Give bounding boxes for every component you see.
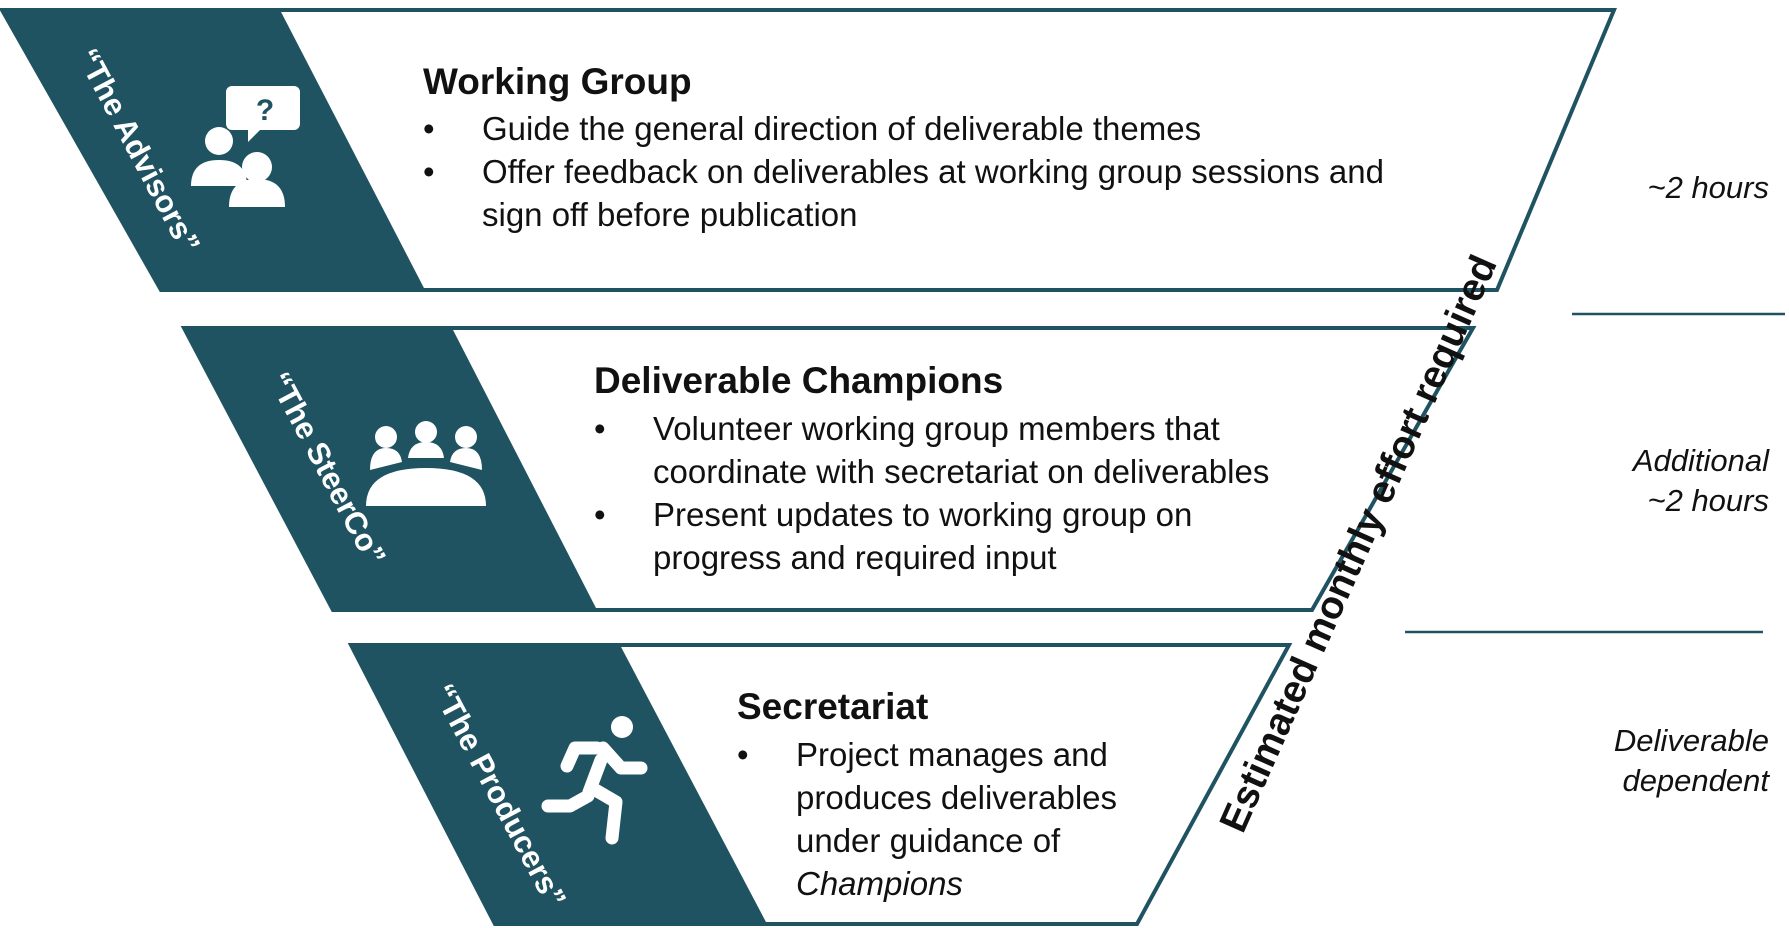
tier1-title: Working Group — [423, 61, 692, 102]
list-item: • Project manages and produces deliverabl… — [737, 733, 1177, 905]
tier3-effort: Deliverable dependent — [1614, 721, 1769, 801]
svg-text:?: ? — [256, 94, 274, 127]
bullet-marker: • — [594, 410, 606, 447]
effort-line: Deliverable — [1613, 723, 1769, 758]
tier1-box — [0, 7, 1618, 292]
bullet-text: Volunteer working group members that coo… — [653, 410, 1270, 490]
bullet-text: Present updates to working group on prog… — [653, 496, 1193, 576]
bullet-text: Guide the general direction of deliverab… — [482, 110, 1202, 147]
running-person-icon — [541, 716, 648, 845]
advisor-question-icon: ? — [191, 86, 300, 207]
list-item: • Volunteer working group members that co… — [594, 407, 1374, 493]
tier2-role-band — [184, 328, 597, 610]
bullet-marker: • — [737, 736, 749, 773]
effort-line: dependent — [1622, 763, 1769, 798]
effort-line: ~2 hours — [1647, 483, 1769, 518]
list-item: • Guide the general direction of delivera… — [423, 107, 1443, 150]
tier3-role-band — [351, 645, 767, 924]
effort-line: Additional — [1632, 443, 1769, 478]
tier1-effort: ~2 hours — [1647, 168, 1769, 208]
effort-line: ~2 hours — [1647, 170, 1769, 205]
tier2-effort: Additional ~2 hours — [1633, 441, 1769, 521]
tier1-bullet-list: • Guide the general direction of delivera… — [423, 107, 1443, 236]
list-item: • Offer feedback on deliverables at worki… — [423, 150, 1402, 236]
tier2-title: Deliverable Champions — [594, 360, 1004, 401]
bullet-text: Offer feedback on deliverables at workin… — [482, 153, 1384, 233]
tier3-title: Secretariat — [737, 686, 929, 727]
bullet-marker: • — [423, 110, 435, 147]
list-item: • Present updates to working group on pro… — [594, 493, 1293, 579]
bullet-marker: • — [594, 496, 606, 533]
meeting-table-icon — [366, 421, 486, 506]
bullet-marker: • — [423, 153, 435, 190]
tier2-bullet-list: • Volunteer working group members that co… — [594, 407, 1374, 579]
bullet-emphasis: Champions — [796, 865, 963, 902]
tier3-bullet-list: • Project manages and produces deliverabl… — [737, 733, 1177, 905]
bullet-text: Project manages and produces deliverable… — [796, 736, 1118, 859]
